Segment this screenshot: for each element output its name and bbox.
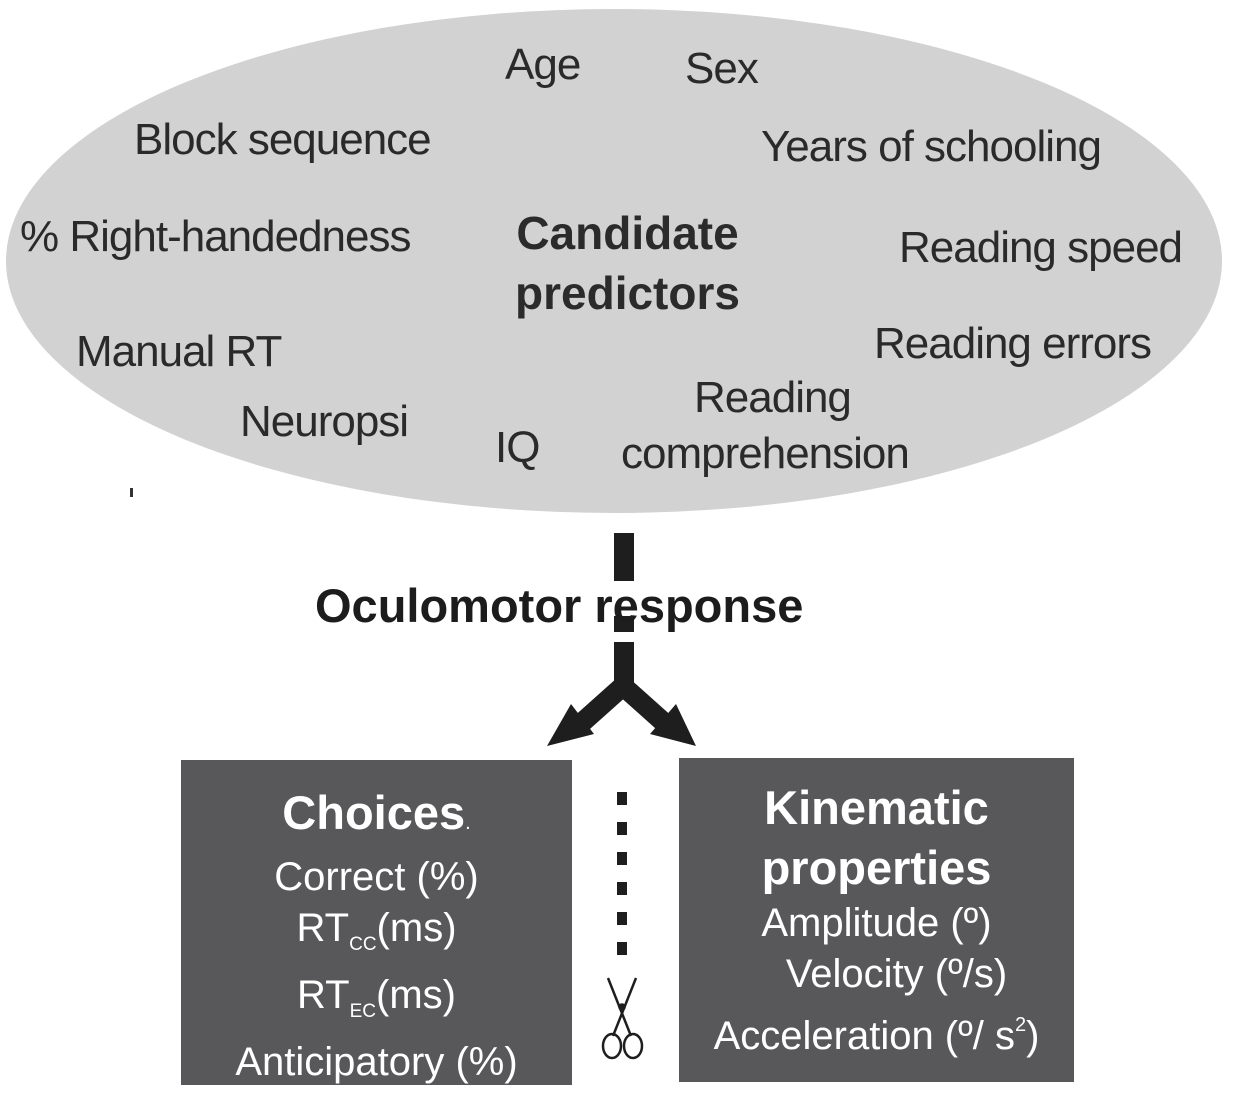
choices-title: Choices. [181, 784, 572, 852]
choices-title-dot: . [465, 812, 471, 834]
acceleration-base: Acceleration (º/ s [713, 1014, 1015, 1058]
predictor-manual-rt: Manual RT [76, 327, 282, 376]
kinematic-box: Kinematic properties Amplitude (º) Veloc… [679, 758, 1074, 1082]
scissors-icon [601, 977, 644, 1060]
choices-correct: Correct (%) [274, 855, 479, 899]
rt-ec-unit: (ms) [376, 973, 456, 1017]
predictor-years-of-schooling: Years of schooling [761, 122, 1102, 171]
predictor-neuropsi: Neuropsi [240, 397, 409, 446]
predictor-block-sequence: Block sequence [134, 115, 432, 164]
predictor-iq: IQ [495, 423, 540, 472]
choices-title-text: Choices [282, 786, 466, 839]
ellipse-title-line1: Candidate [516, 207, 739, 259]
stray-mark [130, 488, 133, 497]
predictor-reading-comprehension-line2: comprehension [621, 429, 910, 478]
rt-cc-unit: (ms) [376, 906, 457, 950]
dotted-separator [617, 792, 627, 955]
predictor-reading-errors: Reading errors [874, 319, 1152, 368]
kinematic-amplitude: Amplitude (º) [761, 901, 992, 945]
kinematic-title-line2: properties [761, 841, 992, 894]
acceleration-close: ) [1026, 1014, 1040, 1058]
kinematic-title-line1: Kinematic [764, 781, 989, 834]
predictor-reading-speed: Reading speed [899, 223, 1183, 272]
predictor-age: Age [505, 40, 581, 89]
connector-dash-top [614, 533, 634, 581]
rt-cc-sub: CC [349, 934, 377, 955]
split-arrow [547, 642, 696, 746]
ellipse-title-line2: predictors [515, 267, 740, 319]
predictors-ellipse [6, 9, 1222, 513]
oculomotor-response-label: Oculomotor response [315, 579, 804, 632]
choices-rt-cc: RTCC(ms) [181, 903, 572, 970]
rt-ec-sub: EC [349, 1001, 377, 1022]
rt-ec-base: RT [297, 973, 350, 1017]
predictor-sex: Sex [685, 44, 759, 93]
kinematic-title: Kinematic properties [679, 778, 1074, 898]
connector-dash-mid [614, 616, 634, 632]
ellipse-title: Candidate predictors [495, 203, 760, 323]
kinematic-velocity: Velocity (º/s) [785, 952, 1008, 996]
acceleration-sup: 2 [1014, 1014, 1027, 1036]
choices-box: Choices. Correct (%) RTCC(ms) RTEC(ms) A… [181, 760, 572, 1085]
predictor-reading-comprehension-line1: Reading [694, 373, 852, 422]
predictor-right-handedness: % Right-handedness [20, 212, 411, 261]
rt-cc-base: RT [296, 906, 350, 950]
choices-rt-ec: RTEC(ms) [181, 970, 572, 1037]
choices-anticipatory: Anticipatory (%) [235, 1040, 518, 1084]
kinematic-acceleration: Acceleration (º/ s2) [679, 1000, 1074, 1062]
